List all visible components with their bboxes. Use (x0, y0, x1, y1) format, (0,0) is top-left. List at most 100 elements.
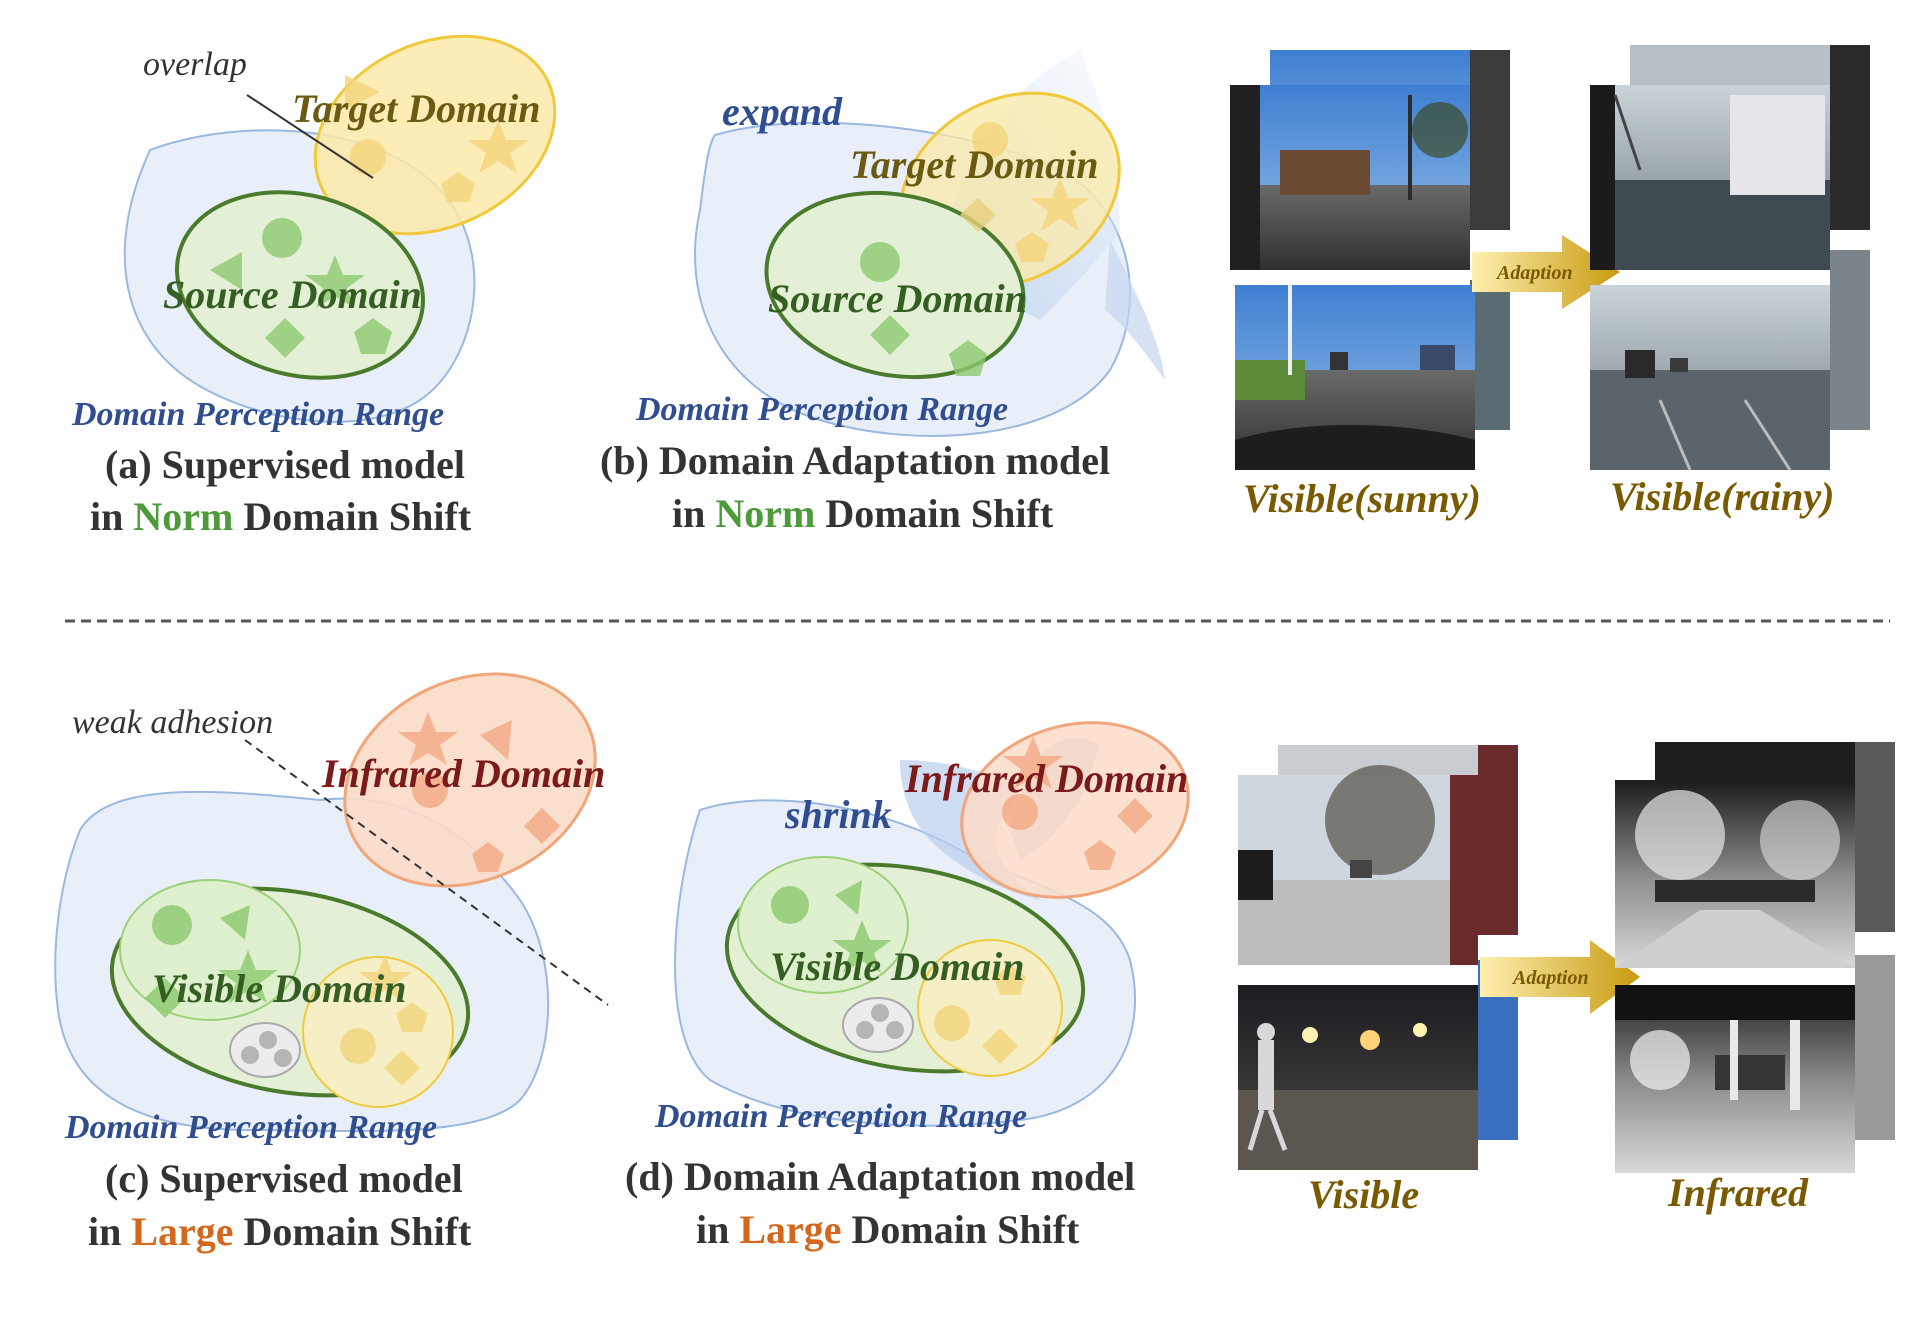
infrared-photo-back (1855, 742, 1895, 932)
circle-shape (262, 218, 302, 258)
sunny-photo-back (1470, 280, 1510, 430)
caption-prefix: in (90, 494, 133, 539)
perception-range-label: Domain Perception Range (71, 396, 444, 433)
adaption-arrow-label: Adaption (1511, 967, 1589, 989)
caption-key-norm: Norm (715, 491, 815, 536)
visible-subdomain-grey (229, 1022, 301, 1078)
caption-line2: in Large Domain Shift (88, 1209, 472, 1254)
triangle-shape (345, 75, 380, 110)
overlap-pointer-line (246, 94, 374, 179)
circle-shape (771, 886, 809, 924)
source-domain-label: Source Domain (163, 272, 422, 317)
adaption-arrow-label: Adaption (1495, 262, 1573, 284)
caption-line2: in Norm Domain Shift (90, 494, 472, 539)
triangle-shape (220, 905, 250, 940)
perception-range-label: Domain Perception Range (635, 391, 1008, 428)
visible-photo-2 (1238, 985, 1478, 1170)
circle-shape (340, 1028, 376, 1064)
infrared-photo-2 (1615, 985, 1855, 1173)
panel-d: shrink Infrared Domain Visible Domain Do… (625, 721, 1190, 1252)
caption-line2: in Norm Domain Shift (672, 491, 1054, 536)
weak-adhesion-line (244, 739, 609, 1006)
panel-c: weak adhesion Infrared Domain Visible Do… (54, 672, 609, 1254)
circle-shape (972, 122, 1008, 158)
infrared-photo-1 (1615, 780, 1855, 968)
adaption-arrow (1480, 940, 1640, 1014)
star-shape (1003, 736, 1063, 789)
star-shape (468, 120, 528, 173)
overlap-annotation: overlap (143, 46, 247, 83)
triangle-shape (835, 880, 862, 915)
diamond-shape (384, 1050, 420, 1086)
infrared-label: Infrared (1667, 1170, 1809, 1215)
rainy-photo-1 (1590, 85, 1830, 270)
star-shape (398, 712, 458, 765)
caption-suffix: Domain Shift (842, 1207, 1080, 1252)
shrink-annotation: shrink (784, 792, 892, 837)
top-photo-group: Adaption Visible(sunny) Visible(rainy) (1230, 45, 1870, 521)
expand-arrow-shape (1105, 240, 1165, 380)
infrared-domain-label: Infrared Domain (321, 751, 605, 796)
caption-suffix: Domain Shift (815, 491, 1053, 536)
diamond-shape (145, 978, 185, 1018)
circle-shape (886, 1021, 904, 1039)
pentagon-shape (949, 340, 987, 376)
diamond-shape (524, 808, 560, 844)
diamond-shape (870, 315, 910, 355)
pentagon-shape (1015, 232, 1049, 262)
diamond-shape (982, 1028, 1018, 1064)
star-shape (358, 955, 412, 1001)
source-domain-label: Source Domain (768, 276, 1027, 321)
caption-line1: (b) Domain Adaptation model (600, 438, 1110, 483)
circle-shape (350, 139, 386, 175)
visible-domain-label: Visible Domain (770, 944, 1025, 989)
pentagon-shape (1084, 840, 1116, 870)
caption-suffix: Domain Shift (234, 1209, 472, 1254)
perception-range-label: Domain Perception Range (64, 1109, 437, 1146)
visible-subdomain-yellow (917, 939, 1063, 1077)
caption-line1: (a) Supervised model (105, 442, 465, 487)
panel-a: overlap Target Domain Source Domain Doma… (71, 34, 557, 539)
diamond-shape (1117, 798, 1153, 834)
circle-shape (259, 1031, 277, 1049)
caption-line1: (d) Domain Adaptation model (625, 1154, 1135, 1199)
circle-shape (412, 772, 448, 808)
bottom-photo-group: Adaption Visible Infrared (1238, 742, 1895, 1217)
caption-key-large: Large (131, 1209, 233, 1254)
rainy-photo-2 (1590, 285, 1830, 471)
visible-photo-back (1478, 745, 1518, 935)
visible-sunny-label: Visible(sunny) (1243, 476, 1481, 521)
target-domain-label: Target Domain (850, 142, 1099, 187)
star-shape (1030, 178, 1090, 231)
caption-suffix: Domain Shift (233, 494, 471, 539)
rainy-photo-back (1830, 250, 1870, 430)
circle-shape (274, 1049, 292, 1067)
caption-key-large: Large (739, 1207, 841, 1252)
pentagon-shape (472, 842, 504, 872)
caption-line2: in Large Domain Shift (696, 1207, 1080, 1252)
visible-photo-1 (1238, 765, 1478, 965)
sunny-photo-1 (1230, 85, 1470, 270)
star-shape (305, 255, 365, 308)
source-domain-ellipse (764, 190, 1026, 380)
caption-key-norm: Norm (133, 494, 233, 539)
weak-adhesion-annotation: weak adhesion (72, 704, 273, 741)
circle-shape (871, 1004, 889, 1022)
circle-shape (1002, 794, 1038, 830)
pentagon-shape (396, 1002, 428, 1032)
pentagon-shape (994, 965, 1026, 995)
circle-shape (934, 1005, 970, 1041)
star-shape (832, 920, 892, 973)
caption-prefix: in (672, 491, 715, 536)
circle-shape (241, 1046, 259, 1064)
perception-range-label: Domain Perception Range (654, 1098, 1027, 1135)
triangle-shape (480, 720, 512, 760)
circle-shape (856, 1021, 874, 1039)
circle-shape (860, 242, 900, 282)
infrared-domain-label: Infrared Domain (904, 756, 1188, 801)
sunny-photo-2 (1235, 285, 1475, 470)
rainy-photo-back (1830, 45, 1870, 230)
infrared-photo-back (1855, 955, 1895, 1140)
expand-annotation: expand (722, 89, 843, 134)
